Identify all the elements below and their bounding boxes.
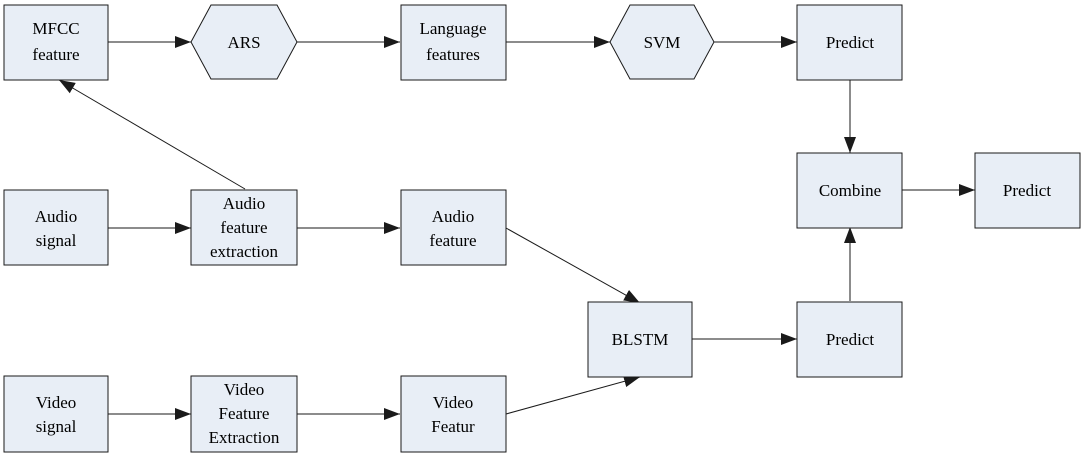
node-predict-mid: Predict: [796, 301, 903, 378]
node-video-feature-extraction-line-1: Video: [224, 380, 265, 399]
node-svm: SVM: [609, 4, 715, 80]
node-ars-label: ARS: [227, 33, 260, 52]
node-predict-final: Predict: [974, 152, 1081, 229]
node-video-feature-extraction: Video Feature Extraction: [190, 375, 298, 453]
node-video-feature-extraction-line-2: Feature: [219, 404, 270, 423]
edge-video-feature-to-blstm: [505, 375, 641, 415]
edge-audio-feature-to-blstm: [505, 227, 641, 304]
node-video-feature-extraction-line-3: Extraction: [209, 428, 280, 447]
node-combine: Combine: [796, 152, 903, 229]
node-ars: ARS: [190, 4, 298, 80]
node-blstm: BLSTM: [587, 301, 693, 378]
node-audio-signal: Audio signal: [3, 189, 109, 266]
node-predict-final-label: Predict: [1003, 181, 1051, 200]
node-video-featur: Video Featur: [400, 375, 507, 453]
node-language-features-line-2: features: [426, 45, 480, 64]
node-mfcc-feature-line-1: MFCC: [32, 19, 79, 38]
node-mfcc-feature: MFCC feature: [3, 4, 109, 81]
node-video-signal-line-2: signal: [36, 417, 77, 436]
edge-audio-extraction-to-mfcc: [58, 79, 246, 190]
node-predict-top: Predict: [796, 4, 903, 81]
node-audio-feature-line-2: feature: [429, 231, 476, 250]
edges: [58, 36, 975, 420]
node-audio-signal-line-2: signal: [36, 231, 77, 250]
node-language-features-line-1: Language: [419, 19, 486, 38]
node-language-features: Language features: [400, 4, 507, 81]
node-mfcc-feature-line-2: feature: [32, 45, 79, 64]
node-audio-feature-extraction-line-2: feature: [220, 218, 267, 237]
node-svm-label: SVM: [644, 33, 681, 52]
node-predict-mid-label: Predict: [826, 330, 874, 349]
node-video-signal-line-1: Video: [36, 393, 77, 412]
node-video-signal: Video signal: [3, 375, 109, 453]
node-combine-label: Combine: [819, 181, 881, 200]
node-blstm-label: BLSTM: [612, 330, 669, 349]
node-predict-top-label: Predict: [826, 33, 874, 52]
node-video-featur-line-1: Video: [433, 393, 474, 412]
node-video-featur-line-2: Featur: [431, 417, 475, 436]
node-audio-signal-line-1: Audio: [35, 207, 78, 226]
node-audio-feature-extraction-line-3: extraction: [210, 242, 278, 261]
node-audio-feature: Audio feature: [400, 189, 507, 266]
node-audio-feature-line-1: Audio: [432, 207, 475, 226]
node-audio-feature-extraction-line-1: Audio: [223, 194, 266, 213]
node-audio-feature-extraction: Audio feature extraction: [190, 189, 298, 266]
